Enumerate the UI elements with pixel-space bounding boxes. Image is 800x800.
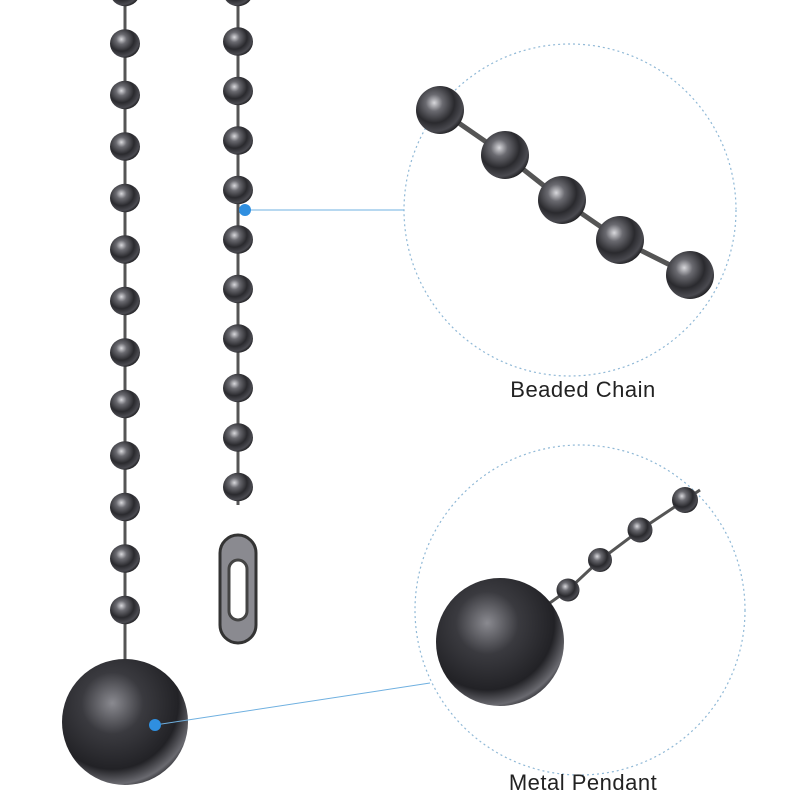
short-chain-bead [223,472,253,502]
short-chain-bead [225,0,251,7]
long-chain-bead [110,595,140,625]
short-chain-bead [223,423,253,452]
beaded-chain-label: Beaded Chain [510,377,656,402]
zoomed-bead [596,216,644,264]
zoomed-pendant-ball [436,578,564,706]
zoomed-pendant-bead [556,578,580,602]
long-chain-bead [110,389,140,419]
long-chain-bead [110,183,140,213]
long-chain-bead [110,286,140,316]
zoomed-pendant-bead [588,548,612,572]
short-chain-bead [223,225,253,254]
metal-pendant-marker-dot [149,719,161,731]
long-chain-bead [110,29,140,58]
metal-pendant-ball [62,659,188,785]
long-chain-bead [110,544,140,573]
chain-connector-slot [227,558,249,622]
metal-pendant-label: Metal Pendant [508,770,658,795]
long-chain-bead [110,235,140,264]
zoomed-pendant-bead [672,487,698,513]
long-chain-bead [110,492,140,522]
long-chain-bead [110,441,140,470]
long-chain-bead [110,132,140,161]
short-chain-bead [223,27,253,56]
long-chain-bead [110,80,140,110]
zoomed-bead [416,86,464,134]
long-chain-bead [112,0,138,7]
short-chain-bead [223,274,253,304]
short-chain-bead [223,76,253,106]
zoomed-bead [481,131,529,179]
zoomed-bead [666,251,714,299]
short-chain-bead [223,324,253,353]
short-chain-bead [223,126,253,155]
long-chain-bead [110,338,140,367]
short-chain-bead [223,373,253,403]
short-chain-bead [223,175,253,205]
beaded-chain-marker-dot [239,204,251,216]
zoomed-bead [538,176,586,224]
metal-pendant-leader-line [154,682,431,726]
zoomed-pendant-bead [627,517,653,543]
metal-pendant-zoom-circle [414,444,746,776]
